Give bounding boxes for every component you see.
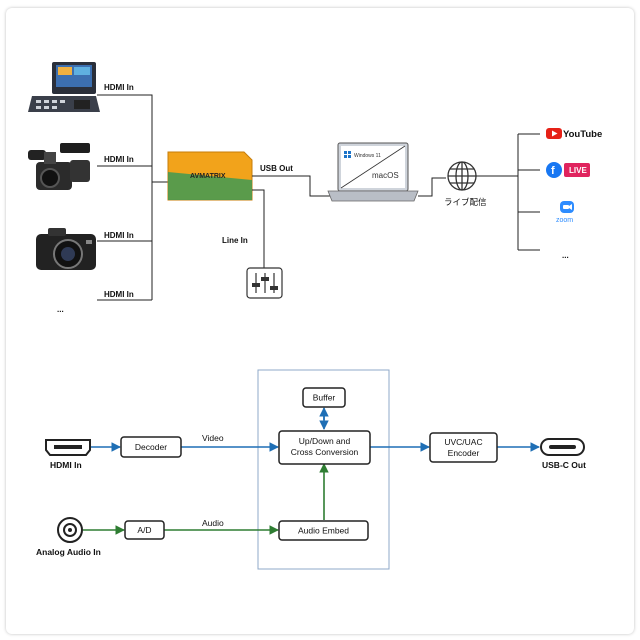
svg-text:Cross Conversion: Cross Conversion — [291, 447, 359, 457]
laptop-os-top: Windows 11 — [354, 153, 381, 159]
usbc-out-caption: USB-C Out — [542, 460, 586, 470]
usbc-connector-icon — [540, 438, 585, 456]
hdmi-in-label-2: HDMI In — [104, 155, 134, 164]
laptop-icon — [327, 142, 419, 202]
ad-box: A/D — [124, 520, 165, 540]
youtube-icon — [546, 128, 562, 139]
stream-label: ライブ配信 — [444, 197, 487, 207]
platform-lines — [476, 133, 540, 251]
live-badge: LIVE — [564, 163, 590, 177]
hdmi-connector-icon — [45, 439, 91, 456]
hdmi-in-caption: HDMI In — [50, 460, 82, 470]
svg-text:Buffer: Buffer — [313, 393, 336, 403]
globe-icon — [447, 161, 477, 191]
device-brand: AVMATRIX — [190, 173, 226, 180]
conversion-box: Up/Down and Cross Conversion — [278, 430, 371, 465]
usb-out-line — [252, 175, 330, 197]
photo-camera-icon — [36, 228, 96, 270]
input-lines — [97, 94, 168, 301]
analog-audio-in-caption: Analog Audio In — [36, 547, 101, 557]
analog-connector-icon — [57, 517, 83, 543]
hdmi-in-label-4: HDMI In — [104, 290, 134, 299]
svg-text:Up/Down and: Up/Down and — [299, 436, 351, 446]
audio-embed-box: Audio Embed — [278, 520, 369, 541]
svg-text:Decoder: Decoder — [135, 442, 167, 452]
more-platforms: ... — [562, 251, 569, 260]
svg-text:A/D: A/D — [137, 525, 151, 535]
more-sources: ... — [57, 305, 64, 314]
line-in-line — [252, 189, 265, 268]
audio-label: Audio — [202, 518, 224, 528]
svg-text:Audio Embed: Audio Embed — [298, 526, 349, 536]
svg-text:UVC/UAC: UVC/UAC — [444, 437, 482, 447]
capture-device: AVMATRIX — [167, 151, 253, 201]
hdmi-in-label-1: HDMI In — [104, 83, 134, 92]
svg-text:LIVE: LIVE — [569, 166, 587, 175]
line-in-label: Line In — [222, 236, 248, 245]
decoder-box: Decoder — [120, 436, 182, 458]
svg-text:Encoder: Encoder — [448, 448, 480, 458]
laptop-os-bottom: macOS — [372, 171, 399, 180]
audio-mixer-icon — [246, 267, 283, 299]
switcher-device-icon — [28, 62, 100, 112]
hdmi-in-label-3: HDMI In — [104, 231, 134, 240]
laptop-to-stream-line — [418, 177, 446, 197]
processor-frame — [257, 369, 390, 570]
usb-out-label: USB Out — [260, 164, 293, 173]
encoder-box: UVC/UAC Encoder — [429, 432, 498, 463]
video-label: Video — [202, 433, 224, 443]
video-camera-icon — [28, 143, 90, 190]
zoom-icon — [560, 201, 574, 213]
youtube-label: YouTube — [563, 129, 602, 140]
svg-text:f: f — [551, 165, 555, 177]
facebook-icon: f — [546, 162, 562, 178]
zoom-label: zoom — [556, 217, 573, 224]
buffer-box: Buffer — [302, 387, 346, 408]
